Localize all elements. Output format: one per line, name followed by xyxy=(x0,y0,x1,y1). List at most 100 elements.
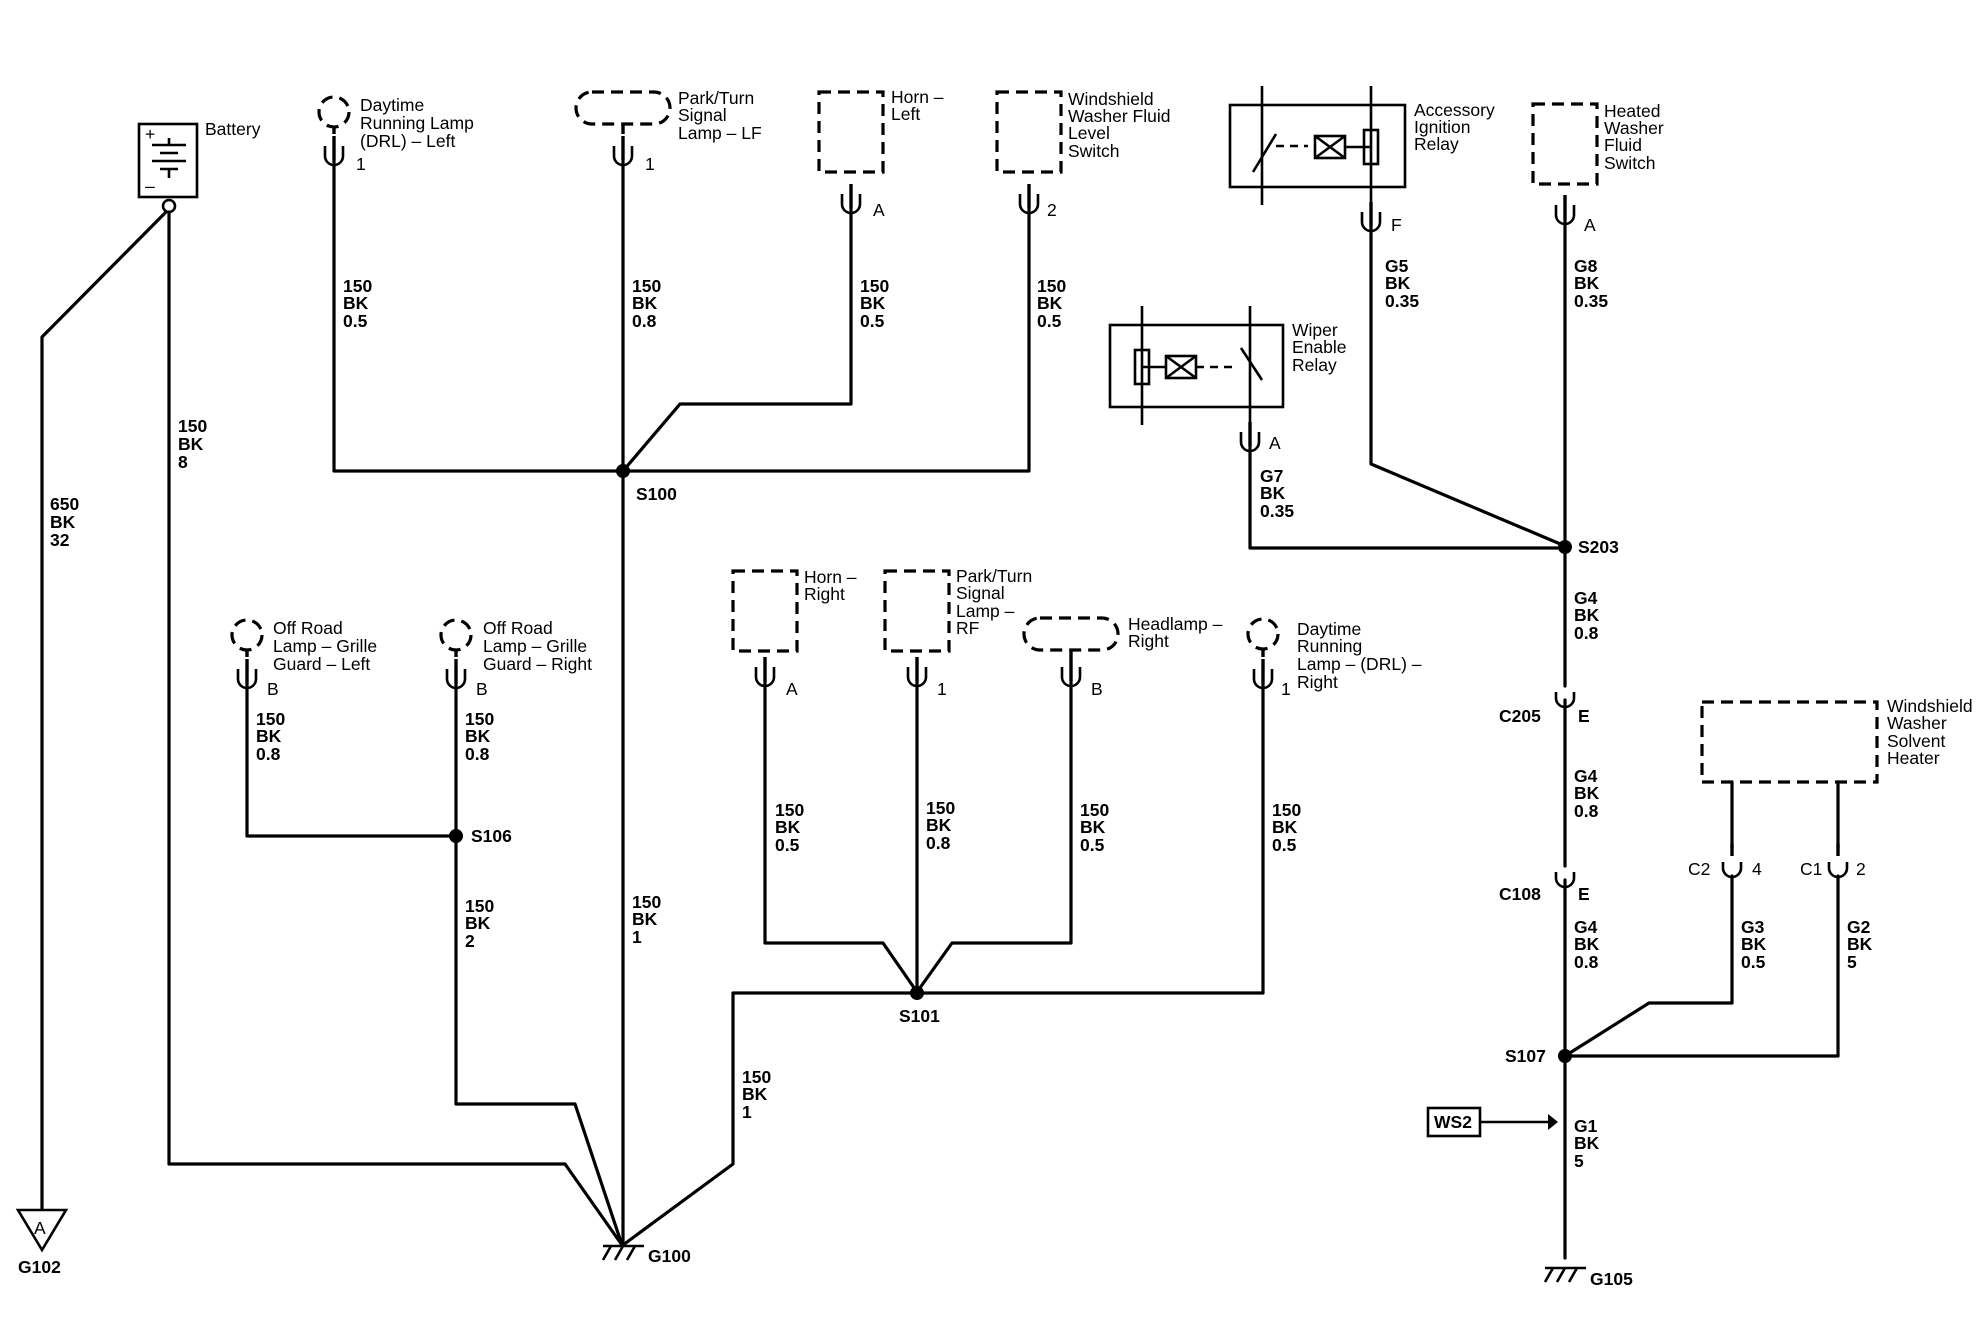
wire-label-horn-left: 150 BK 0.5 xyxy=(860,276,889,331)
splice-s106-label: S106 xyxy=(471,826,512,846)
svg-text:BK: BK xyxy=(178,434,204,454)
wire-label-wiper-relay: G7 BK 0.35 xyxy=(1260,466,1294,521)
connector-c108-label: C108 xyxy=(1499,884,1541,904)
svg-text:0.5: 0.5 xyxy=(343,311,368,331)
svg-text:Heated: Heated xyxy=(1604,101,1660,121)
wire-offroad-left xyxy=(245,681,458,838)
svg-text:0.5: 0.5 xyxy=(1272,835,1297,855)
svg-text:Daytime: Daytime xyxy=(1297,619,1361,639)
svg-text:Lamp –: Lamp – xyxy=(956,601,1015,621)
svg-text:0.8: 0.8 xyxy=(1574,952,1599,972)
svg-text:BK: BK xyxy=(1574,934,1600,954)
connector-c205-label: C205 xyxy=(1499,706,1541,726)
svg-text:150: 150 xyxy=(742,1067,771,1087)
wire-label-offroad-right: 150 BK 0.8 xyxy=(465,709,494,764)
pin-drl-right: 1 xyxy=(1281,679,1291,699)
svg-text:0.8: 0.8 xyxy=(256,744,281,764)
svg-text:Daytime: Daytime xyxy=(360,95,424,115)
ground-g105-symbol: G105 xyxy=(1543,1266,1633,1289)
splice-s101 xyxy=(910,986,924,1000)
svg-text:0.35: 0.35 xyxy=(1260,501,1294,521)
offroad-lamp-left: Off Road Lamp – Grille Guard – Left B xyxy=(230,618,377,699)
battery-label: Battery xyxy=(205,119,261,139)
splice-s100 xyxy=(616,464,630,478)
svg-text:BK: BK xyxy=(860,293,886,313)
svg-text:BK: BK xyxy=(1847,934,1873,954)
svg-text:Accessory: Accessory xyxy=(1414,100,1495,120)
svg-text:BK: BK xyxy=(1260,483,1286,503)
offpage-ws2-label: WS2 xyxy=(1434,1112,1472,1132)
svg-text:Washer: Washer xyxy=(1604,118,1664,138)
svg-text:Horn –: Horn – xyxy=(804,567,857,587)
svg-text:G4: G4 xyxy=(1574,917,1598,937)
splice-s101-label: S101 xyxy=(899,1006,940,1026)
svg-text:Switch: Switch xyxy=(1604,153,1656,173)
wire-label-s203-c205: G4 BK 0.8 xyxy=(1574,588,1600,643)
svg-text:BK: BK xyxy=(465,913,491,933)
svg-text:G3: G3 xyxy=(1741,917,1765,937)
wire-battery-g102 xyxy=(40,210,168,1210)
svg-text:5: 5 xyxy=(1847,952,1857,972)
svg-text:Level: Level xyxy=(1068,123,1110,143)
wire-label-s106-g100: 150 BK 2 xyxy=(465,896,494,951)
washer-solvent-heater: Windshield Washer Solvent Heater xyxy=(1700,696,1973,784)
pin-heater-c1: 2 xyxy=(1856,859,1866,879)
svg-text:G4: G4 xyxy=(1574,588,1598,608)
svg-text:150: 150 xyxy=(465,896,494,916)
wire-heater-c1-s107 xyxy=(1563,874,1840,1058)
connector-c1-label: C1 xyxy=(1800,859,1822,879)
svg-text:BK: BK xyxy=(1037,293,1063,313)
ground-g102-symbol: A G102 xyxy=(15,1208,69,1277)
svg-text:BK: BK xyxy=(256,726,282,746)
svg-text:150: 150 xyxy=(775,800,804,820)
svg-text:Lamp – Grille: Lamp – Grille xyxy=(483,636,587,656)
svg-text:Park/Turn: Park/Turn xyxy=(956,566,1032,586)
ground-g100-symbol: G100 xyxy=(601,1244,691,1266)
wire-wiper-relay xyxy=(1248,444,1567,550)
wire-drl-left xyxy=(332,158,1031,473)
svg-text:Off Road: Off Road xyxy=(273,618,343,638)
pin-horn-right: A xyxy=(786,679,798,699)
wire-label-park-lf: 150 BK 0.8 xyxy=(632,276,661,331)
pin-acc-relay: F xyxy=(1391,215,1402,235)
svg-text:Guard – Left: Guard – Left xyxy=(273,654,370,674)
wire-label-c205-c108: G4 BK 0.8 xyxy=(1574,766,1600,821)
svg-text:Horn –: Horn – xyxy=(891,87,944,107)
svg-text:0.5: 0.5 xyxy=(860,311,885,331)
svg-text:5: 5 xyxy=(1574,1151,1584,1171)
svg-text:Park/Turn: Park/Turn xyxy=(678,88,754,108)
ground-g100-label: G100 xyxy=(648,1246,691,1266)
svg-text:0.8: 0.8 xyxy=(465,744,490,764)
wire-label-c108-s107: G4 BK 0.8 xyxy=(1574,917,1600,972)
svg-text:(DRL) – Left: (DRL) – Left xyxy=(360,131,455,151)
heated-washer-fluid-switch: Heated Washer Fluid Switch A xyxy=(1531,101,1664,235)
svg-text:150: 150 xyxy=(1080,800,1109,820)
svg-text:BK: BK xyxy=(926,815,952,835)
svg-text:Wiper: Wiper xyxy=(1292,320,1338,340)
pin-heater-c2: 4 xyxy=(1752,859,1762,879)
wire-label-battery-g102: 650 BK 32 xyxy=(50,494,79,550)
svg-text:Heater: Heater xyxy=(1887,748,1940,768)
svg-text:8: 8 xyxy=(178,452,188,472)
wire-label-heater-c1: G2 BK 5 xyxy=(1847,917,1873,972)
svg-text:0.5: 0.5 xyxy=(1741,952,1766,972)
svg-text:150: 150 xyxy=(632,892,661,912)
pin-horn-left: A xyxy=(873,200,885,220)
svg-text:0.35: 0.35 xyxy=(1385,291,1419,311)
svg-text:150: 150 xyxy=(926,798,955,818)
connector-c2-label: C2 xyxy=(1688,859,1710,879)
svg-text:1: 1 xyxy=(742,1102,752,1122)
svg-text:Lamp – LF: Lamp – LF xyxy=(678,123,762,143)
svg-text:BK: BK xyxy=(1574,1133,1600,1153)
svg-text:G5: G5 xyxy=(1385,256,1409,276)
svg-text:0.8: 0.8 xyxy=(926,833,951,853)
wire-label-offroad-left: 150 BK 0.8 xyxy=(256,709,285,764)
wire-offroad-right-s106-g100 xyxy=(454,681,624,1247)
wire-headlamp-right xyxy=(915,679,1073,994)
svg-text:0.8: 0.8 xyxy=(1574,623,1599,643)
wire-horn-right xyxy=(763,679,919,994)
svg-text:BK: BK xyxy=(50,512,76,532)
splice-s107 xyxy=(1558,1049,1572,1063)
wire-drl-right xyxy=(915,681,1265,995)
